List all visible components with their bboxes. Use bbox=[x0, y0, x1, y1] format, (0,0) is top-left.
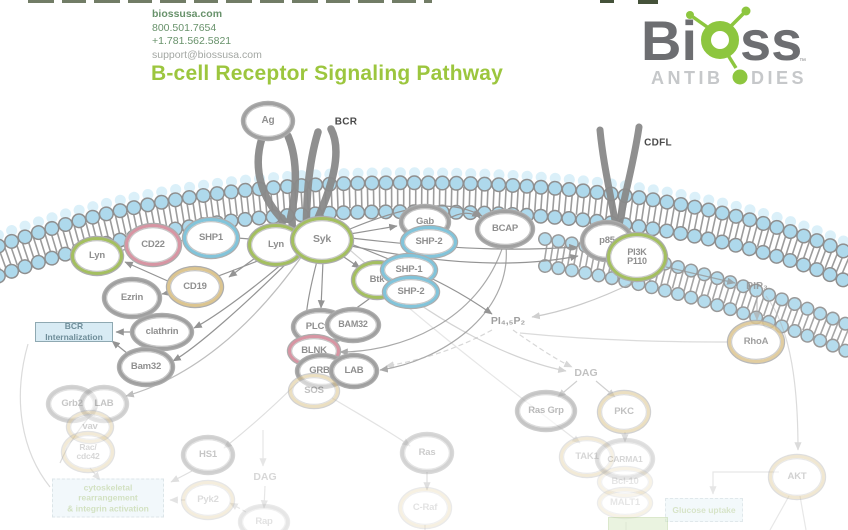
website-link[interactable]: biossusa.com bbox=[152, 8, 223, 20]
node-clathrin: clathrin bbox=[131, 314, 193, 350]
logo-antib: ANTIB bbox=[651, 68, 724, 88]
node-sos: SOS bbox=[289, 374, 339, 408]
node-antigen: Ag bbox=[242, 102, 294, 140]
node-syk: Syk bbox=[291, 217, 353, 263]
logo-molecule-o-icon bbox=[701, 21, 739, 59]
node-craf: C-Raf bbox=[399, 488, 451, 528]
phone-tollfree: 800.501.7654 bbox=[152, 21, 217, 34]
node-bam32-left: Bam32 bbox=[118, 348, 174, 386]
node-akt: AKT bbox=[769, 455, 825, 499]
logo-bi: Bi bbox=[641, 9, 697, 72]
node-cd19: CD19 bbox=[167, 267, 223, 307]
contact-block: biossusa.com 800.501.7654 +1.781.562.582… bbox=[152, 8, 262, 62]
bcr-label: BCR bbox=[334, 116, 358, 128]
node-rap: Rap bbox=[239, 505, 289, 530]
node-cd22: CD22 bbox=[125, 224, 181, 266]
email-link[interactable]: support@biossusa.com bbox=[152, 48, 262, 61]
cytoskeletal-box: cytoskeletal rearrangement & integrin ac… bbox=[52, 478, 164, 518]
node-malt1: MALT1 bbox=[598, 488, 652, 518]
node-lab: LAB bbox=[330, 354, 378, 388]
phone-intl: +1.781.562.5821 bbox=[152, 35, 232, 47]
bioss-logo[interactable]: Bi ss ™ ANTIB DIES bbox=[630, 0, 848, 95]
node-ras: Ras bbox=[401, 433, 453, 473]
node-bam32-center: BAM32 bbox=[326, 308, 380, 342]
glucose-uptake-box: Glucose uptake bbox=[665, 498, 743, 522]
node-pi3k-p110: PI3K P110 bbox=[607, 233, 667, 281]
logo-tm: ™ bbox=[799, 58, 806, 65]
logo-ss: ss bbox=[740, 9, 802, 72]
clipped-top-fragment bbox=[600, 0, 614, 3]
logo-dies: DIES bbox=[751, 68, 807, 88]
dag-left-label: DAG bbox=[253, 471, 277, 483]
node-shp1: SHP1 bbox=[183, 218, 239, 258]
partial-green-box bbox=[608, 517, 668, 530]
node-rhoa: RhoA bbox=[728, 321, 784, 363]
node-bcap: BCAP bbox=[476, 210, 534, 248]
node-shp2-btk: SHP-2 bbox=[383, 276, 439, 308]
dag-right-label: DAG bbox=[574, 367, 598, 379]
clipped-top-fragment bbox=[638, 0, 658, 4]
node-hs1: HS1 bbox=[182, 436, 234, 474]
node-rac-cdc42: Rac/ cdc42 bbox=[62, 432, 114, 472]
node-pkc: PKC bbox=[598, 391, 650, 433]
pip3-label: PIP₃ bbox=[746, 280, 768, 292]
node-lyn-left: Lyn bbox=[71, 237, 123, 275]
logo-o-dot-icon bbox=[732, 69, 748, 85]
node-pyk2: Pyk2 bbox=[182, 481, 234, 519]
pi45p2-label: PI₄,₅P₂ bbox=[490, 315, 526, 327]
page-title: B-cell Receptor Signaling Pathway bbox=[151, 62, 504, 85]
clipped-top-text bbox=[28, 0, 432, 3]
node-rasgrp: Ras Grp bbox=[516, 391, 576, 431]
cdfl-label: CDFL bbox=[644, 137, 672, 149]
node-ezrin: Ezrin bbox=[103, 278, 161, 318]
bcr-internalization-box: BCR Internalization bbox=[35, 321, 113, 342]
node-shp2-gab: SHP-2 bbox=[401, 226, 457, 258]
